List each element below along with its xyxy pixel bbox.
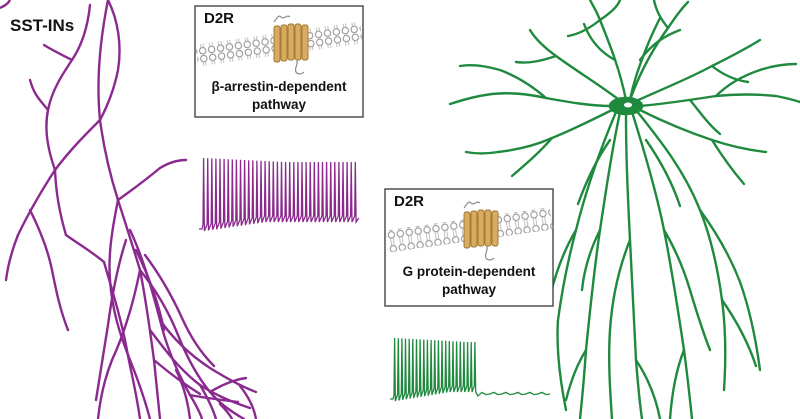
cell-type-label: SST-INs xyxy=(10,16,74,35)
pathway-line-2: pathway xyxy=(442,282,497,297)
green-spike-train xyxy=(390,337,550,402)
d2r-receptor-icon xyxy=(463,201,499,261)
pathway-line-1: β-arrestin-dependent xyxy=(211,79,347,94)
pathway-line-2: pathway xyxy=(252,97,307,112)
beta-arrestin-pathway-box: D2R β-arrestin-dependent pathway xyxy=(194,5,364,118)
purple-neurite-fragment xyxy=(0,0,12,10)
green-neuron xyxy=(448,0,800,419)
receptor-label: D2R xyxy=(394,193,424,210)
receptor-label: D2R xyxy=(204,10,234,27)
sst-interneuron xyxy=(4,0,258,419)
pathway-line-1: G protein-dependent xyxy=(403,264,536,279)
d2r-receptor-icon xyxy=(273,15,309,75)
g-protein-pathway-box: D2R G protein-dependent pathway xyxy=(384,188,554,307)
purple-spike-train xyxy=(199,157,360,232)
